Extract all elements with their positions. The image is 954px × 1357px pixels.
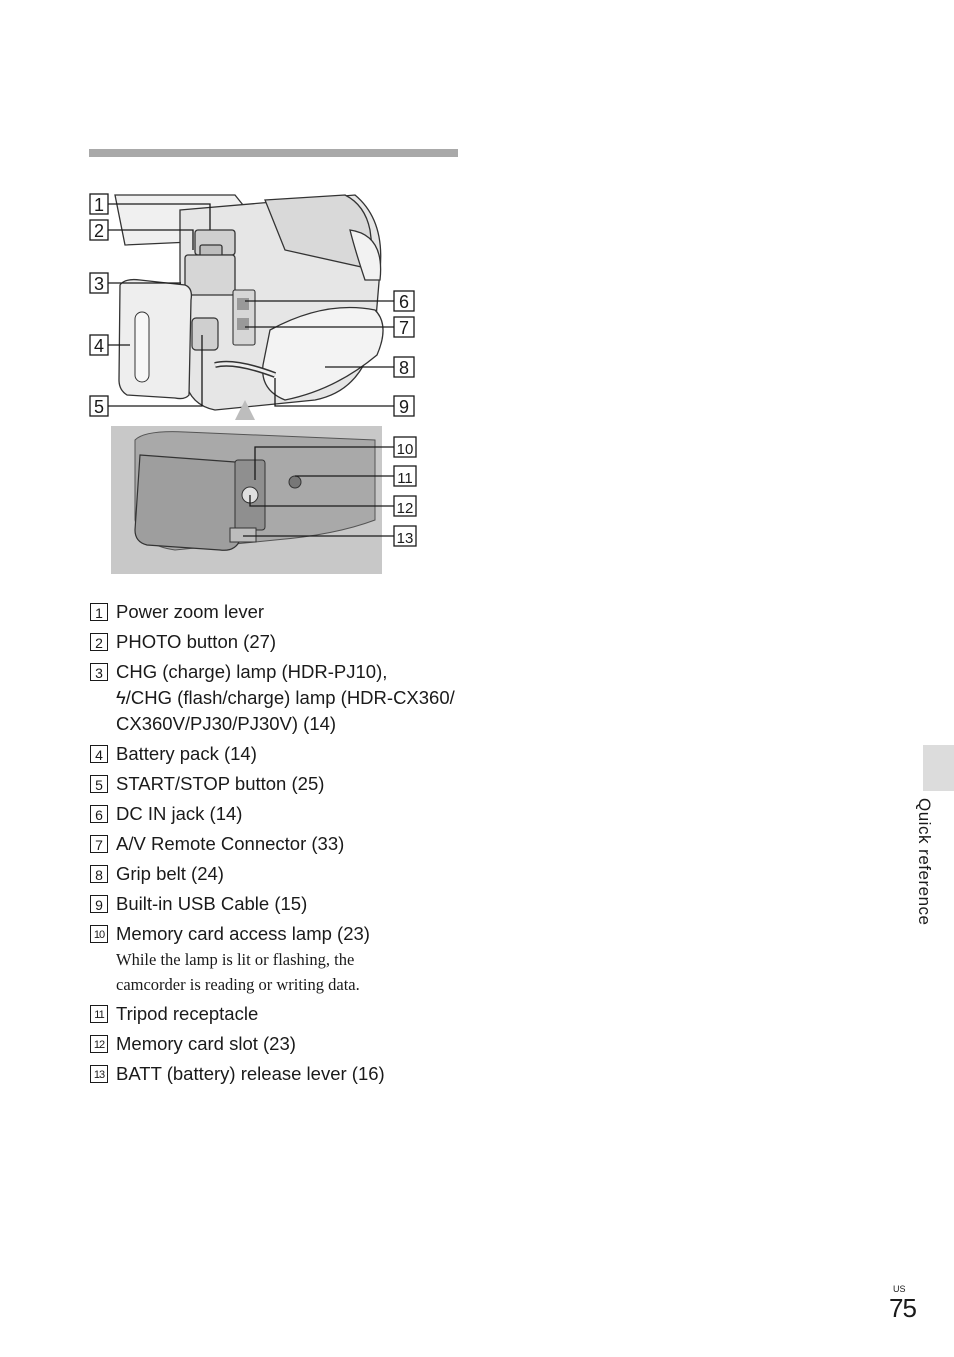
legend-item: 7 A/V Remote Connector (33) [90,831,490,857]
svg-text:8: 8 [399,358,409,378]
page-number: 75 [889,1293,917,1323]
legend-text: Battery pack (14) [116,743,257,764]
svg-text:7: 7 [399,318,409,338]
svg-text:5: 5 [94,397,104,417]
legend-text-line: ϟ/CHG (flash/charge) lamp (HDR-CX360/ [116,687,455,708]
callout-9: 9 [393,395,415,417]
bottom-view-panel [111,426,382,574]
legend-number: 10 [90,925,108,943]
legend-text: Built-in USB Cable (15) [116,893,308,914]
legend-text: START/STOP button (25) [116,773,325,794]
jack-panel [232,289,256,346]
section-header-bar [89,149,458,157]
section-thumb-tab [923,745,954,791]
legend-text: Memory card access lamp (23) [116,923,370,944]
legend-item: 4 Battery pack (14) [90,741,490,767]
legend-item: 6 DC IN jack (14) [90,801,490,827]
svg-text:10: 10 [397,441,414,458]
callout-13: 13 [393,525,417,547]
svg-text:9: 9 [399,397,409,417]
section-tab-label: Quick reference [915,798,934,926]
callout-2: 2 [89,219,109,241]
legend-number: 3 [90,663,108,681]
legend-item: 2 PHOTO button (27) [90,629,490,655]
legend-note-line: camcorder is reading or writing data. [116,975,360,994]
svg-text:2: 2 [94,221,104,241]
legend-number: 13 [90,1065,108,1083]
legend-number: 1 [90,603,108,621]
legend-text: Power zoom lever [116,601,265,622]
legend-number: 5 [90,775,108,793]
callout-1: 1 [89,193,109,215]
callout-leader-lines [108,203,394,537]
legend-number: 9 [90,895,108,913]
callout-11: 11 [393,465,417,487]
legend-item: 11 Tripod receptacle [90,1001,490,1027]
callout-12: 12 [393,495,417,517]
legend-item: 3 CHG (charge) lamp (HDR-PJ10), ϟ/CHG (f… [90,659,490,737]
svg-text:3: 3 [94,274,104,294]
legend-number: 12 [90,1035,108,1053]
callout-10: 10 [393,436,417,458]
legend-text: DC IN jack (14) [116,803,243,824]
legend-item: 8 Grip belt (24) [90,861,490,887]
legend-text-line: CHG (charge) lamp (HDR-PJ10), [116,661,388,682]
legend-text-line: CX360V/PJ30/PJ30V) (14) [116,713,337,734]
legend-text: A/V Remote Connector (33) [116,833,345,854]
parts-legend: 1 Power zoom lever 2 PHOTO button (27) 3… [90,599,490,1091]
battery-pack [118,278,193,400]
callout-7: 7 [393,316,415,338]
camcorder-drawing: 1 2 3 4 5 6 7 8 9 10 11 12 13 [89,193,417,574]
callout-6: 6 [393,290,415,312]
legend-text: Grip belt (24) [116,863,224,884]
legend-text: Tripod receptacle [116,1003,259,1024]
legend-item: 5 START/STOP button (25) [90,771,490,797]
legend-text: Memory card slot (23) [116,1033,296,1054]
grip-belt [214,306,384,401]
up-arrow-icon [235,400,255,420]
legend-item: 1 Power zoom lever [90,599,490,625]
svg-text:12: 12 [397,500,414,517]
legend-number: 11 [90,1005,108,1023]
legend-item: 9 Built-in USB Cable (15) [90,891,490,917]
callout-4: 4 [89,334,109,356]
legend-item: 12 Memory card slot (23) [90,1031,490,1057]
legend-number: 8 [90,865,108,883]
svg-text:1: 1 [94,195,104,215]
svg-text:4: 4 [94,336,104,356]
legend-number: 4 [90,745,108,763]
start-stop-button [191,317,219,351]
camcorder-illustration: 1 2 3 4 5 6 7 8 9 10 11 12 13 [85,190,425,580]
legend-number: 2 [90,633,108,651]
svg-text:6: 6 [399,292,409,312]
legend-text: BATT (battery) release lever (16) [116,1063,385,1084]
legend-note-line: While the lamp is lit or flashing, the [116,950,355,969]
legend-number: 7 [90,835,108,853]
callout-3: 3 [89,272,109,294]
svg-text:11: 11 [397,470,413,487]
svg-text:13: 13 [397,530,414,547]
legend-text: PHOTO button (27) [116,631,277,652]
legend-number: 6 [90,805,108,823]
legend-item: 13 BATT (battery) release lever (16) [90,1061,490,1087]
region-code: US [893,1284,906,1294]
callout-8: 8 [393,356,415,378]
callout-5: 5 [89,395,109,417]
legend-item: 10 Memory card access lamp (23) While th… [90,921,490,997]
